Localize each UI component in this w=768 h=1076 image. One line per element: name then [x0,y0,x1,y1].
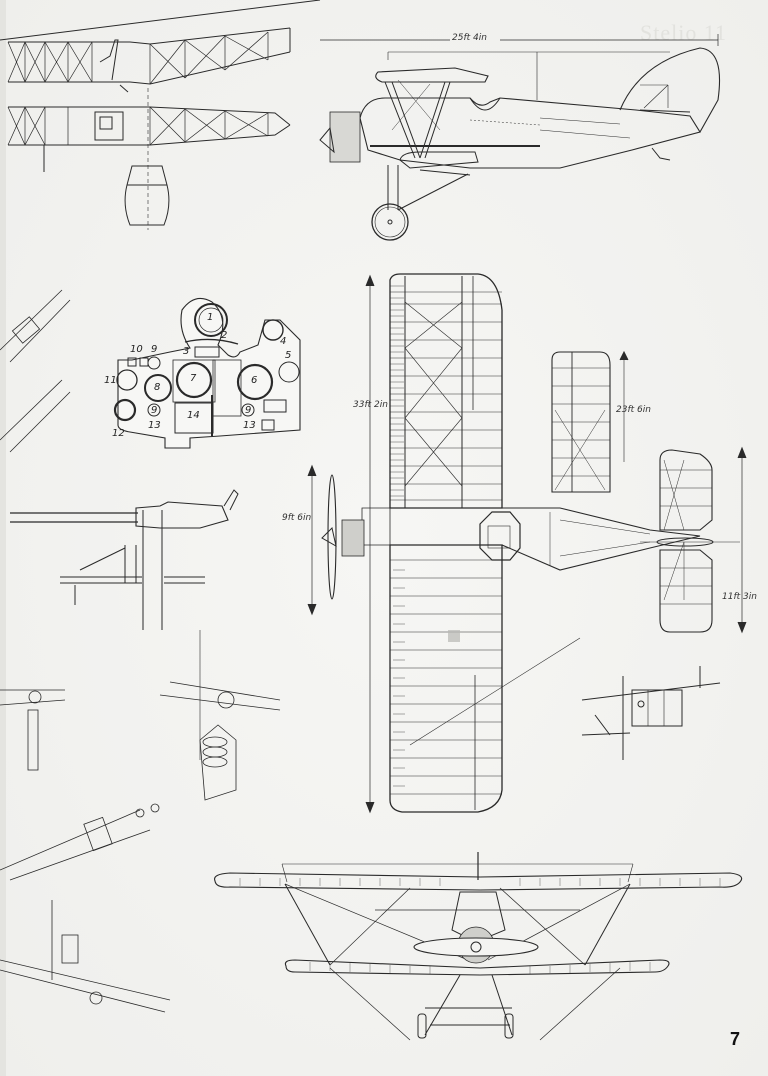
fuselage-frame-plan [7,88,291,230]
dimension-tailplane-label: 23ft 6in [616,405,651,415]
dimension-length-label: 25ft 4in [452,33,487,43]
panel-label-13-right: 13 [243,420,256,431]
tailplane-plan [551,350,629,493]
aircraft-plan-view [307,273,701,814]
aircraft-side-view [0,0,721,241]
panel-label-5: 5 [285,350,292,361]
strut-joint-details [0,289,281,1013]
instrument-panel [113,297,301,449]
ghost-title: Stelio 11 [640,20,728,45]
dimension-tail-label: 11ft 3in [722,592,757,602]
radio-equipment-detail [581,666,721,760]
dimension-propeller-label: 9ft 6in [282,513,312,523]
panel-label-13-left: 13 [148,420,161,431]
panel-label-4: 4 [280,336,287,347]
page-number: 7 [729,1029,740,1049]
page-gutter [0,0,6,1076]
panel-label-6: 6 [251,375,258,386]
aircraft-front-view [214,852,743,1041]
panel-label-8: 8 [154,382,161,393]
panel-label-1: 1 [207,312,214,323]
panel-label-9-top: 9 [151,344,158,355]
panel-label-3: 3 [183,346,190,357]
panel-label-7: 7 [190,373,197,384]
panel-label-9-right: 9 [245,405,252,416]
panel-label-2: 2 [221,330,228,341]
panel-label-11: 11 [104,375,117,386]
panel-label-10: 10 [130,344,143,355]
fuselage-frame-side [7,27,291,93]
tail-plan [640,446,747,634]
dimension-span-label: 33ft 2in [353,400,388,410]
panel-label-9-left: 9 [151,405,158,416]
fuselage-cross-section [124,165,170,226]
panel-label-12: 12 [112,428,125,439]
panel-label-14: 14 [187,410,200,421]
machine-gun-mount [10,489,239,630]
